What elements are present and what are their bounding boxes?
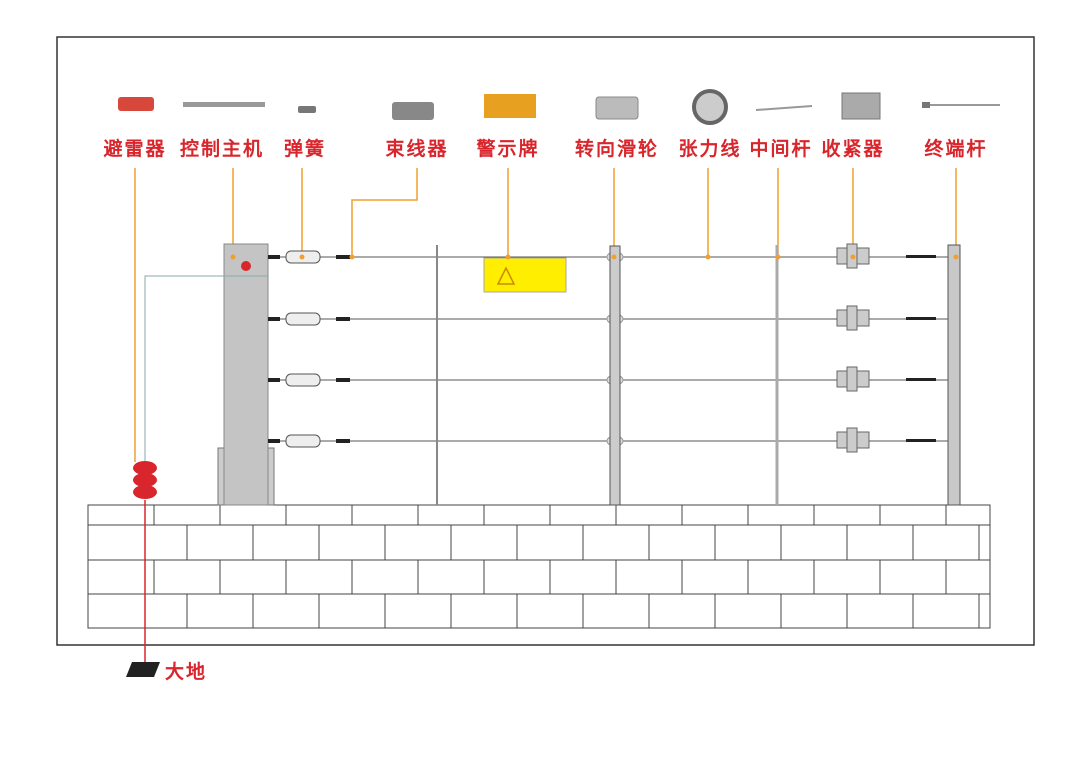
arrester-disc	[133, 485, 157, 499]
controller-icon	[183, 102, 265, 107]
wire-clamp	[336, 317, 350, 321]
warning-sign-icon	[484, 94, 536, 118]
terminal-clamp	[906, 317, 936, 320]
leader-dot	[230, 254, 236, 260]
leader-dot	[299, 254, 305, 260]
leader-dot	[953, 254, 959, 260]
component-label: 中间杆	[749, 138, 813, 160]
spring	[285, 312, 321, 326]
terminal-pole-icon	[922, 102, 930, 108]
controller-logo	[241, 261, 251, 271]
brick-wall	[87, 504, 991, 629]
arrester-disc	[133, 461, 157, 475]
pulley-icon	[595, 96, 639, 120]
leader-dot	[850, 254, 856, 260]
terminal-pole	[947, 244, 961, 506]
component-label: 避雷器	[103, 138, 167, 160]
arrester-connection-wire	[144, 275, 268, 462]
component-label: 警示牌	[476, 138, 540, 160]
lightning-arrester-icon	[118, 97, 154, 111]
spring-icon	[298, 106, 316, 113]
wire-clamp	[268, 255, 280, 259]
spring	[285, 434, 321, 448]
leader-dot	[705, 254, 711, 260]
tensioner-icon	[841, 92, 881, 120]
tensioner-bolt	[846, 305, 858, 331]
wire-clamp	[336, 439, 350, 443]
leader-dot	[775, 254, 781, 260]
terminal-clamp	[906, 439, 936, 442]
leader-dot	[505, 254, 511, 260]
component-label: 终端杆	[924, 138, 988, 160]
ground-label: 大地	[165, 661, 208, 683]
wire-clamp	[268, 378, 280, 382]
component-label: 转向滑轮	[574, 138, 660, 160]
leader-dot	[611, 254, 617, 260]
middle-pole-icon	[755, 105, 813, 111]
terminal-clamp	[906, 255, 936, 258]
ground-block	[126, 662, 160, 677]
turning-pole	[609, 245, 621, 506]
component-label: 张力线	[678, 138, 742, 160]
wire-clamp-icon	[392, 102, 434, 120]
spring	[285, 373, 321, 387]
diagram-frame	[56, 36, 1035, 646]
component-label: 收紧器	[821, 138, 885, 160]
wire-clamp	[268, 439, 280, 443]
component-label: 弹簧	[283, 138, 327, 160]
warning-sign	[483, 257, 567, 293]
wire-spool-icon	[692, 89, 728, 125]
terminal-clamp	[906, 378, 936, 381]
tensioner-bolt	[846, 427, 858, 453]
wire-clamp	[336, 255, 350, 259]
component-label: 控制主机	[179, 138, 265, 160]
high-voltage-icon	[496, 266, 516, 285]
tensioner-bolt	[846, 366, 858, 392]
wire-clamp	[268, 317, 280, 321]
controller-box	[223, 243, 269, 506]
arrester-disc	[133, 473, 157, 487]
wall-outline	[87, 504, 991, 629]
component-label: 束线器	[385, 138, 449, 160]
leader-dot	[349, 254, 355, 260]
leader-line	[351, 168, 418, 258]
wire-clamp	[336, 378, 350, 382]
